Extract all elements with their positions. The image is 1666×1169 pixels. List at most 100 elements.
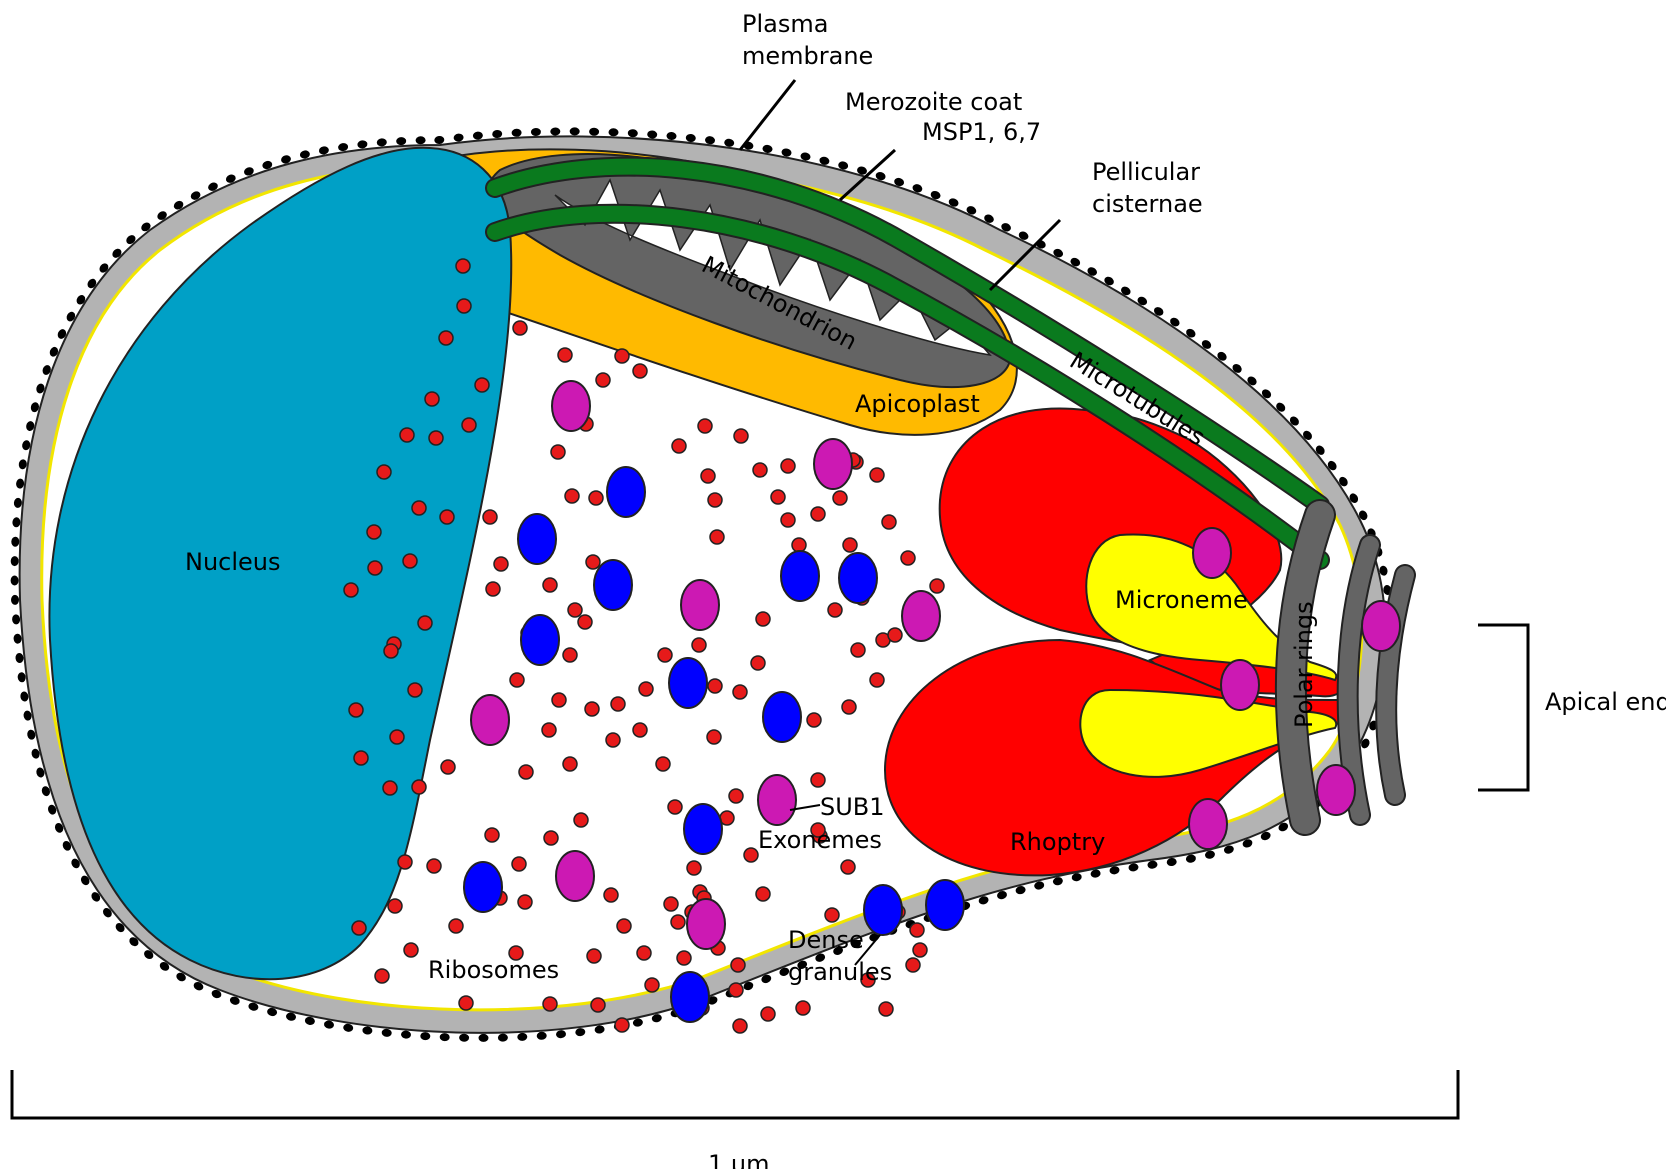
ribosome xyxy=(807,713,821,727)
ribosome xyxy=(751,656,765,670)
ribosome xyxy=(563,757,577,771)
ribosome xyxy=(733,685,747,699)
ribosome xyxy=(589,491,603,505)
coat-bump xyxy=(18,459,27,470)
ribosome xyxy=(771,490,785,504)
ribosome xyxy=(733,1019,747,1033)
dense-granule xyxy=(464,862,502,912)
ribosome xyxy=(512,857,526,871)
ribosome xyxy=(701,469,715,483)
ribosome xyxy=(930,579,944,593)
ribosome xyxy=(457,299,471,313)
ribosome xyxy=(403,554,417,568)
ribosome xyxy=(658,648,672,662)
ribosome xyxy=(377,465,391,479)
ribosome xyxy=(585,702,599,716)
exoneme xyxy=(1193,528,1231,578)
ribosome xyxy=(645,978,659,992)
ribosome xyxy=(604,888,618,902)
ribosome xyxy=(349,703,363,717)
coat-bump xyxy=(685,133,696,142)
coat-bump xyxy=(343,1023,354,1032)
ribosome xyxy=(483,510,497,524)
coat-bump xyxy=(570,127,580,135)
label-pellicular-2: cisternae xyxy=(1092,190,1203,218)
ribosome xyxy=(731,958,745,972)
dense-granule xyxy=(669,658,707,708)
ribosome xyxy=(412,501,426,515)
ribosome xyxy=(558,348,572,362)
ribosome xyxy=(901,551,915,565)
ribosome xyxy=(811,773,825,787)
coat-bump xyxy=(17,672,26,683)
dense-granule xyxy=(671,972,709,1022)
coat-bump xyxy=(12,614,21,625)
label-polar-rings: Polar rings xyxy=(1290,601,1318,728)
ribosome xyxy=(418,616,432,630)
ribosome xyxy=(781,459,795,473)
ribosome xyxy=(344,583,358,597)
ribosome xyxy=(796,1001,810,1015)
exoneme xyxy=(687,899,725,949)
ribosome xyxy=(753,463,767,477)
exoneme xyxy=(814,439,852,489)
ribosome xyxy=(552,693,566,707)
ribosome xyxy=(611,697,625,711)
coat-bump xyxy=(357,140,368,149)
label-microneme: Microneme xyxy=(1115,586,1248,614)
ribosome xyxy=(551,445,565,459)
dense-granule xyxy=(864,885,902,935)
ribosome xyxy=(833,491,847,505)
label-dense-1: Dense xyxy=(788,926,864,954)
coat-bump xyxy=(434,135,445,144)
ribosome xyxy=(404,943,418,957)
label-plasma-membrane-2: membrane xyxy=(742,42,873,70)
ribosome xyxy=(879,1002,893,1016)
coat-bump xyxy=(492,130,503,139)
ribosome xyxy=(656,757,670,771)
ribosome xyxy=(615,1018,629,1032)
coat-bump xyxy=(473,131,484,140)
ribosome xyxy=(427,859,441,873)
label-plasma-membrane-1: Plasma xyxy=(742,10,828,38)
apical-end-bracket xyxy=(1478,625,1528,790)
label-merozoite-coat-1: Merozoite coat xyxy=(845,88,1022,116)
exoneme xyxy=(556,851,594,901)
ribosome xyxy=(668,800,682,814)
ribosome xyxy=(596,373,610,387)
ribosome xyxy=(591,998,605,1012)
ribosome xyxy=(574,813,588,827)
dense-granule xyxy=(521,615,559,665)
coat-bump xyxy=(724,138,735,147)
ribosome xyxy=(606,733,620,747)
ribosome xyxy=(429,431,443,445)
ribosome xyxy=(841,860,855,874)
coat-bump xyxy=(531,128,541,136)
ribosome xyxy=(485,828,499,842)
coat-bump xyxy=(20,691,29,702)
ribosome xyxy=(761,1007,775,1021)
ribosome xyxy=(729,983,743,997)
coat-bump xyxy=(12,517,21,528)
ribosome xyxy=(475,378,489,392)
coat-bump xyxy=(517,1033,527,1041)
coat-bump xyxy=(647,130,658,139)
ribosome xyxy=(544,831,558,845)
ribosome xyxy=(671,915,685,929)
exoneme xyxy=(902,591,940,641)
coat-bump xyxy=(11,575,19,585)
ribosome xyxy=(756,612,770,626)
coat-bump xyxy=(23,710,33,721)
ribosome xyxy=(888,628,902,642)
dense-granule xyxy=(607,467,645,517)
ribosome xyxy=(851,643,865,657)
exoneme xyxy=(758,775,796,825)
ribosome xyxy=(510,673,524,687)
ribosome xyxy=(441,760,455,774)
exoneme xyxy=(552,381,590,431)
ribosome xyxy=(729,789,743,803)
coat-bump xyxy=(453,133,464,142)
ribosome xyxy=(637,946,651,960)
dense-granule xyxy=(684,804,722,854)
